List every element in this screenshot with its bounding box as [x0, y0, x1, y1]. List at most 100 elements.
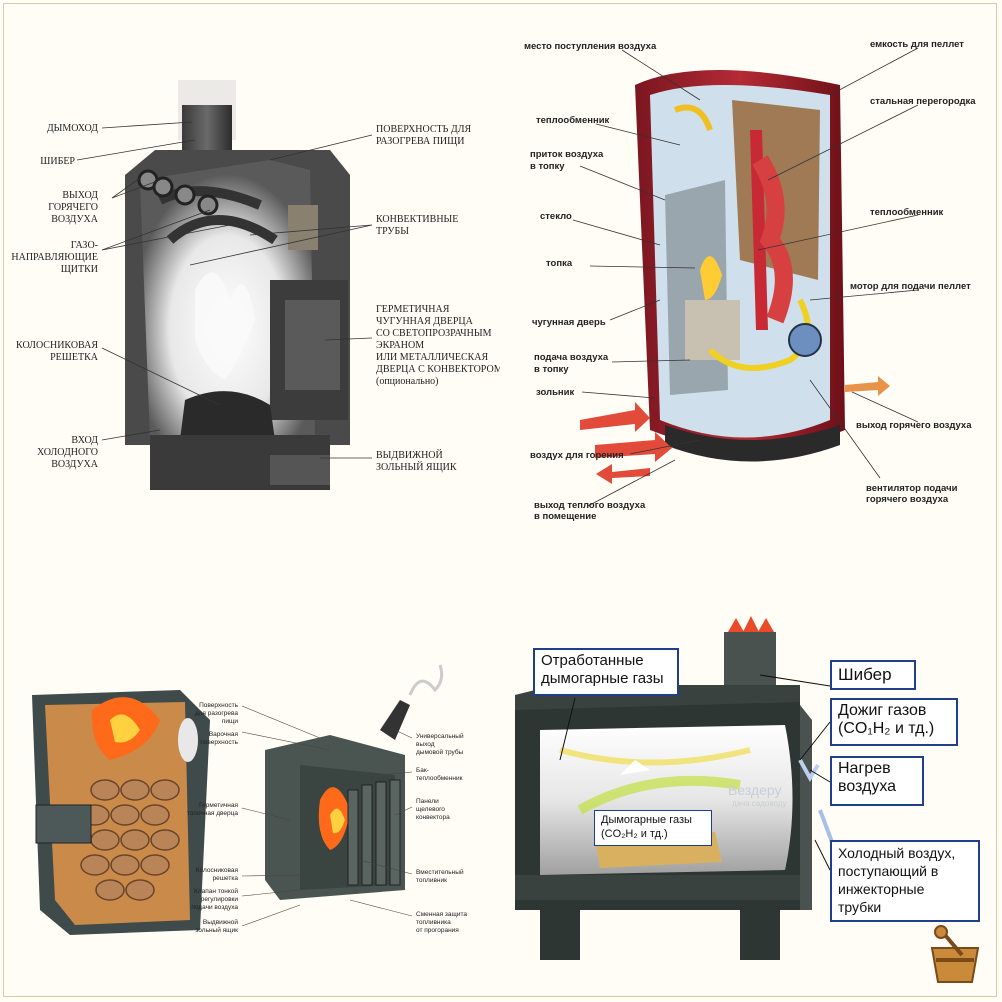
box-cold-air-line3: инжекторные [838, 881, 925, 897]
label-warm-air-outlet-1: выход теплого воздуха [534, 500, 646, 511]
pellet-stove-leader-lines [572, 47, 919, 507]
afterburner-leader-lines [559, 674, 831, 871]
box-exhaust-gases: Отработанные дымогарные газы [533, 648, 679, 696]
label-steel-partition: стальная перегородка [870, 96, 976, 107]
box-exhaust-gases-line1: Отработанные [541, 652, 644, 669]
classic-stove-leader-lines [76, 121, 373, 459]
label-ash-pan: зольник [536, 387, 575, 398]
label-surface-3: пищи [222, 718, 238, 725]
label-heat-exchanger-right: теплообменник [870, 207, 944, 218]
stove-with-firewood [32, 690, 210, 935]
pellet-stove-body [635, 70, 845, 462]
label-convection-pipes-1: КОНВЕКТИВНЫЕ [376, 214, 458, 225]
label-fan-2: горячего воздуха [866, 494, 949, 505]
label-tank-2: теплообменник [416, 774, 463, 782]
convection-stove-diagram: Поверхность для разогрева пищи Варочная … [32, 664, 467, 935]
label-damper: ШИБЕР [40, 156, 75, 167]
outer-frame [3, 3, 997, 997]
label-gas-shields-3: ЩИТКИ [61, 264, 98, 275]
box-cold-air-line1: Холодный воздух, [838, 845, 956, 861]
label-air-entry: место поступления воздуха [524, 41, 657, 52]
label-door-2: ЧУГУННАЯ ДВЕРЦА [376, 316, 474, 327]
label-protection-3: от прогорания [416, 927, 459, 934]
label-cooking-1: Варочная [209, 731, 239, 738]
label-firebox-a: Вместительный [416, 868, 464, 876]
watermark-title: Вездеру [728, 782, 782, 798]
label-cooking-surface-1: ПОВЕРХНОСТЬ ДЛЯ [376, 124, 471, 135]
label-protection-2: топливника [416, 919, 451, 926]
convection-stove-leader-lines [241, 705, 413, 927]
label-cooking-surface-2: РАЗОГРЕВА ПИЩИ [376, 136, 464, 147]
pellet-stove-arrows [580, 376, 890, 484]
label-cast-iron-door: чугунная дверь [532, 317, 606, 328]
box-flue-gases-line1: Дымогарные газы [601, 814, 692, 826]
box-flue-gases-inner: Дымогарные газы (CO₂H₂ и тд.) [594, 810, 712, 846]
label-firebox: топка [546, 258, 573, 269]
box-flue-gases-line2: (CO₂H₂ и тд.) [601, 828, 668, 840]
label-glass: стекло [540, 211, 572, 222]
label-door-1: ГЕРМЕТИЧНАЯ [376, 304, 450, 315]
label-hot-air-outlet: выход горячего воздуха [856, 420, 972, 431]
label-flue-1: Универсальный [416, 732, 464, 740]
watermark: Вездеру дача садоводу [728, 782, 786, 808]
label-flue-3: дымовой трубы [416, 748, 464, 756]
box-cold-air: Холодный воздух, поступающий в инжекторн… [830, 840, 980, 922]
label-door-6: ДВЕРЦА С КОНВЕКТОРОМ [376, 364, 500, 375]
box-air-heating-line1: Нагрев [838, 760, 891, 777]
label-surface-2: для разогрева [195, 710, 239, 717]
panel-convection-stove: Поверхность для разогрева пищи Варочная … [0, 650, 500, 950]
box-gas-afterburn-line1: Дожиг газов [838, 702, 927, 719]
label-gas-shields-2: НАПРАВЛЯЮЩИЕ [11, 252, 98, 263]
label-valve-3: подачи воздуха [191, 904, 238, 911]
box-cold-air-line4: трубки [838, 899, 882, 915]
label-air-intake-2: в топку [530, 161, 565, 172]
stove-body [125, 80, 350, 490]
label-air-supply-2: в топку [534, 364, 569, 375]
classic-stove-diagram: ДЫМОХОД ШИБЕР ВЫХОД ГОРЯЧЕГО ВОЗДУХА ГАЗ… [11, 80, 503, 490]
label-flue-2: выход [416, 741, 435, 748]
panel-classic-stove: ДЫМОХОД ШИБЕР ВЫХОД ГОРЯЧЕГО ВОЗДУХА ГАЗ… [0, 0, 503, 510]
label-hot-air-outlet-3: ВОЗДУХА [51, 214, 99, 225]
label-cold-air-inlet-3: ВОЗДУХА [51, 459, 99, 470]
label-panels-1: Панели [416, 798, 439, 805]
label-hot-air-outlet-1: ВЫХОД [62, 190, 98, 201]
afterburner-stove-diagram: Вездеру дача садоводу [515, 616, 980, 983]
label-combustion-air: воздух для горения [530, 450, 624, 461]
bucket-logo [930, 925, 980, 983]
afterburner-body [515, 616, 812, 960]
label-valve-2: регулировки [201, 896, 239, 903]
label-panels-2: щелевого [416, 806, 445, 813]
label-drawer-1: Выдвижной [203, 918, 238, 926]
label-air-supply-1: подача воздуха [534, 352, 609, 363]
label-air-intake-1: приток воздуха [530, 149, 604, 160]
label-door-4: ЭКРАНОМ [376, 340, 424, 351]
panel-pellet-stove: место поступления воздуха емкость для пе… [500, 0, 1000, 540]
label-grate-a: Колосниковая [196, 867, 239, 874]
box-exhaust-gases-line2: дымогарные газы [541, 670, 664, 687]
label-grate-2: РЕШЕТКА [50, 352, 99, 363]
label-cooking-2: поверхность [200, 739, 238, 746]
label-pellet-motor: мотор для подачи пеллет [850, 281, 971, 292]
label-door-5: ИЛИ МЕТАЛЛИЧЕСКАЯ [376, 352, 489, 363]
label-firebox-b: топливник [416, 877, 447, 884]
box-air-heating-line2: воздуха [838, 778, 897, 795]
box-air-heating: Нагрев воздуха [830, 756, 924, 806]
label-warm-air-outlet-2: в помещение [534, 511, 596, 522]
label-heat-exchanger-top: теплообменник [536, 115, 610, 126]
label-panels-3: конвектора [416, 814, 450, 821]
label-door-3: СО СВЕТОПРОЗРАЧНЫМ [376, 328, 492, 339]
label-surface-1: Поверхность [199, 702, 239, 709]
box-gas-afterburn-line2: (CO₁H₂ и тд.) [838, 720, 935, 737]
label-grate-b: решетка [213, 875, 239, 882]
buleryan-stove [265, 664, 444, 900]
label-tank-1: Бак- [416, 767, 429, 774]
pellet-stove-diagram: место поступления воздуха емкость для пе… [524, 39, 976, 522]
label-drawer-2: зольный ящик [195, 926, 238, 934]
label-sealed-door-1: Герметичная [199, 802, 238, 809]
label-cold-air-inlet-1: ВХОД [71, 435, 98, 446]
box-damper-label: Шибер [838, 665, 892, 684]
label-cold-air-inlet-2: ХОЛОДНОГО [37, 447, 98, 458]
label-pellet-hopper: емкость для пеллет [870, 39, 964, 50]
label-grate-1: КОЛОСНИКОВАЯ [16, 340, 98, 351]
label-sealed-door-2: топочная дверца [187, 810, 239, 817]
